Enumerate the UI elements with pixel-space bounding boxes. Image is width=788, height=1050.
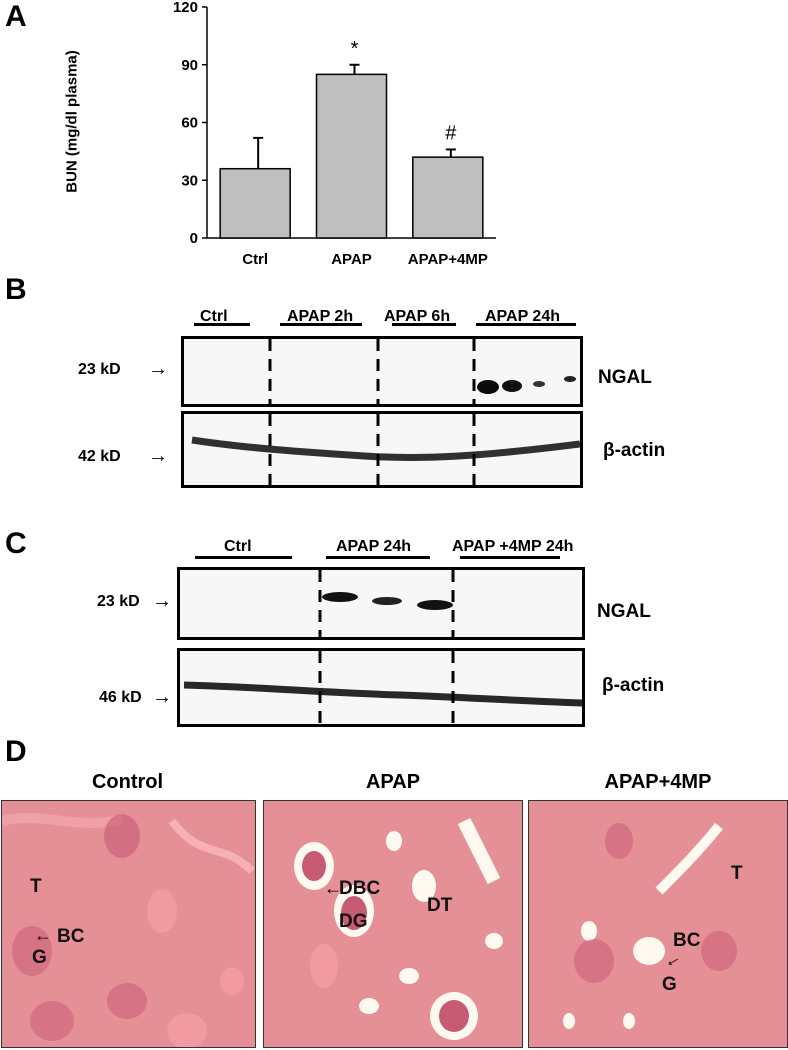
- ngal-blot-c: [177, 567, 585, 640]
- band-label-ngal-b: NGAL: [598, 367, 652, 388]
- label-damaged-tubule: DT: [427, 895, 453, 916]
- histology-image-apap-4mp: T BC G ←: [528, 800, 788, 1048]
- panel-d-letter: D: [5, 735, 27, 768]
- label-bowman-capsule: BC: [673, 930, 701, 951]
- group-bar-apap-6h: [392, 323, 456, 326]
- histology-image-control: T BC G ←: [1, 800, 256, 1048]
- group-label-ctrl: Ctrl: [200, 308, 228, 325]
- ngal-blot-b: [181, 336, 583, 407]
- category-label: APAP: [331, 251, 372, 268]
- label-glomerulus: G: [32, 947, 47, 968]
- group-bar-ctrl: [194, 323, 250, 326]
- group-bar-apap-24h: [476, 323, 576, 326]
- group-bar-apap-24h-c: [326, 556, 430, 559]
- y-tick-label: 60: [181, 115, 198, 132]
- arrow-icon: ←: [324, 878, 342, 898]
- y-tick-label: 30: [181, 172, 198, 189]
- actin-blot-c: [177, 648, 585, 727]
- arrow-icon: →: [148, 358, 168, 380]
- group-bar-apap-2h: [280, 323, 362, 326]
- arrow-icon: →: [152, 590, 172, 612]
- group-label-apap-24h-c: APAP 24h: [336, 538, 411, 555]
- group-label-ctrl-c: Ctrl: [224, 538, 252, 555]
- group-bar-apap-4mp-24h-c: [460, 556, 560, 559]
- label-tubule: T: [30, 876, 42, 897]
- label-bowman-capsule: BC: [57, 926, 85, 947]
- y-tick-label: 120: [173, 0, 198, 16]
- label-damaged-glomerulus: DG: [339, 911, 368, 932]
- bar-apap: [315, 73, 388, 239]
- histology-title-control: Control: [91, 771, 164, 793]
- y-axis-label: BUN (mg/dl plasma): [63, 50, 81, 193]
- label-glomerulus: G: [662, 974, 677, 995]
- marker-46kd-c: 46 kD: [99, 689, 142, 706]
- actin-blot-b: [181, 411, 583, 488]
- marker-23kd: 23 kD: [78, 361, 121, 378]
- y-tick-label: 0: [190, 230, 198, 247]
- bar-ctrl: [219, 167, 291, 239]
- label-tubule: T: [731, 863, 743, 884]
- arrow-icon: →: [152, 686, 172, 708]
- group-label-apap-2h: APAP 2h: [287, 308, 354, 325]
- band-label-actin-b: β-actin: [603, 440, 666, 461]
- arrow-icon: →: [148, 445, 168, 467]
- histology-title-apap: APAP: [365, 771, 421, 793]
- panel-a-letter: A: [5, 0, 27, 33]
- band-label-ngal-c: NGAL: [597, 601, 651, 622]
- band-label-actin-c: β-actin: [602, 675, 665, 696]
- y-tick-label: 90: [181, 57, 198, 74]
- group-bar-ctrl-c: [195, 556, 292, 559]
- panel-c-letter: C: [5, 527, 27, 560]
- group-label-apap-6h: APAP 6h: [384, 308, 451, 325]
- bar-apap-4mp: [412, 156, 484, 239]
- group-label-apap-24h: APAP 24h: [485, 308, 560, 325]
- group-label-apap-4mp-24h-c: APAP +4MP 24h: [452, 538, 574, 555]
- label-dilated-bowman-capsule: DBC: [339, 878, 381, 899]
- panel-b-letter: B: [5, 273, 27, 306]
- histology-title-apap-4mp: APAP+4MP: [604, 771, 712, 793]
- significance-marker: *: [351, 38, 359, 60]
- arrow-icon: ←: [34, 925, 52, 945]
- marker-42kd: 42 kD: [78, 448, 121, 465]
- marker-23kd-c: 23 kD: [97, 593, 140, 610]
- category-label: Ctrl: [242, 251, 268, 268]
- histology-image-apap: DBC DG DT ←: [263, 800, 523, 1048]
- significance-marker: #: [445, 122, 457, 144]
- category-label: APAP+4MP: [408, 251, 488, 268]
